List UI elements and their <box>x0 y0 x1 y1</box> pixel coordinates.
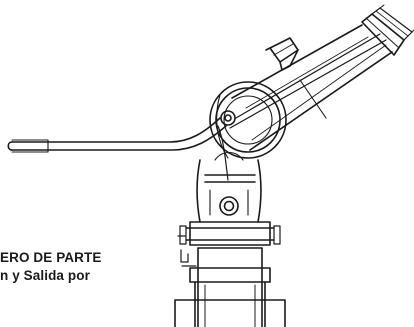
caption-line-2: n y Salida por <box>0 268 90 283</box>
pivot-pin <box>220 110 236 126</box>
control-knob <box>265 37 299 71</box>
handle-bar <box>7 117 229 181</box>
base-pedestal <box>174 247 286 327</box>
swivel-flange <box>177 221 281 267</box>
vertical-body <box>196 151 262 223</box>
caption-line-1: ERO DE PARTE <box>0 250 102 265</box>
nozzle-tip <box>361 4 414 56</box>
monitor-barrel <box>229 24 393 151</box>
